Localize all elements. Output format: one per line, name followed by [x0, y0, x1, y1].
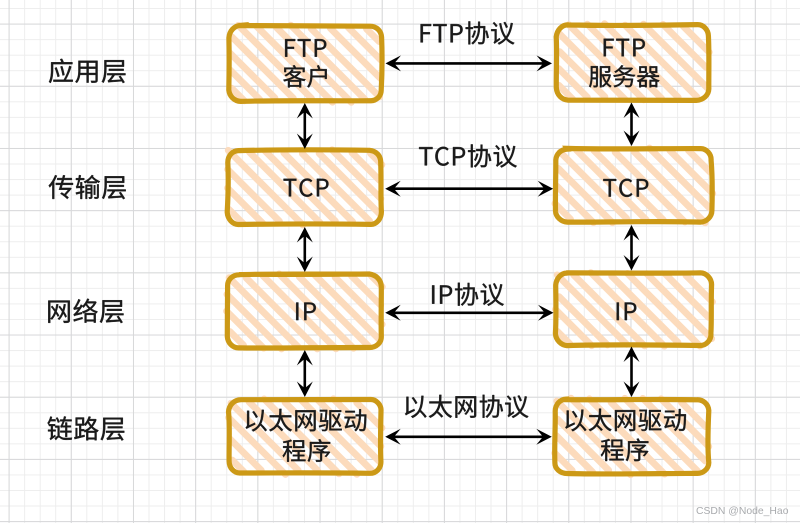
svg-text:CSDN @Node_Hao: CSDN @Node_Hao	[696, 506, 789, 517]
